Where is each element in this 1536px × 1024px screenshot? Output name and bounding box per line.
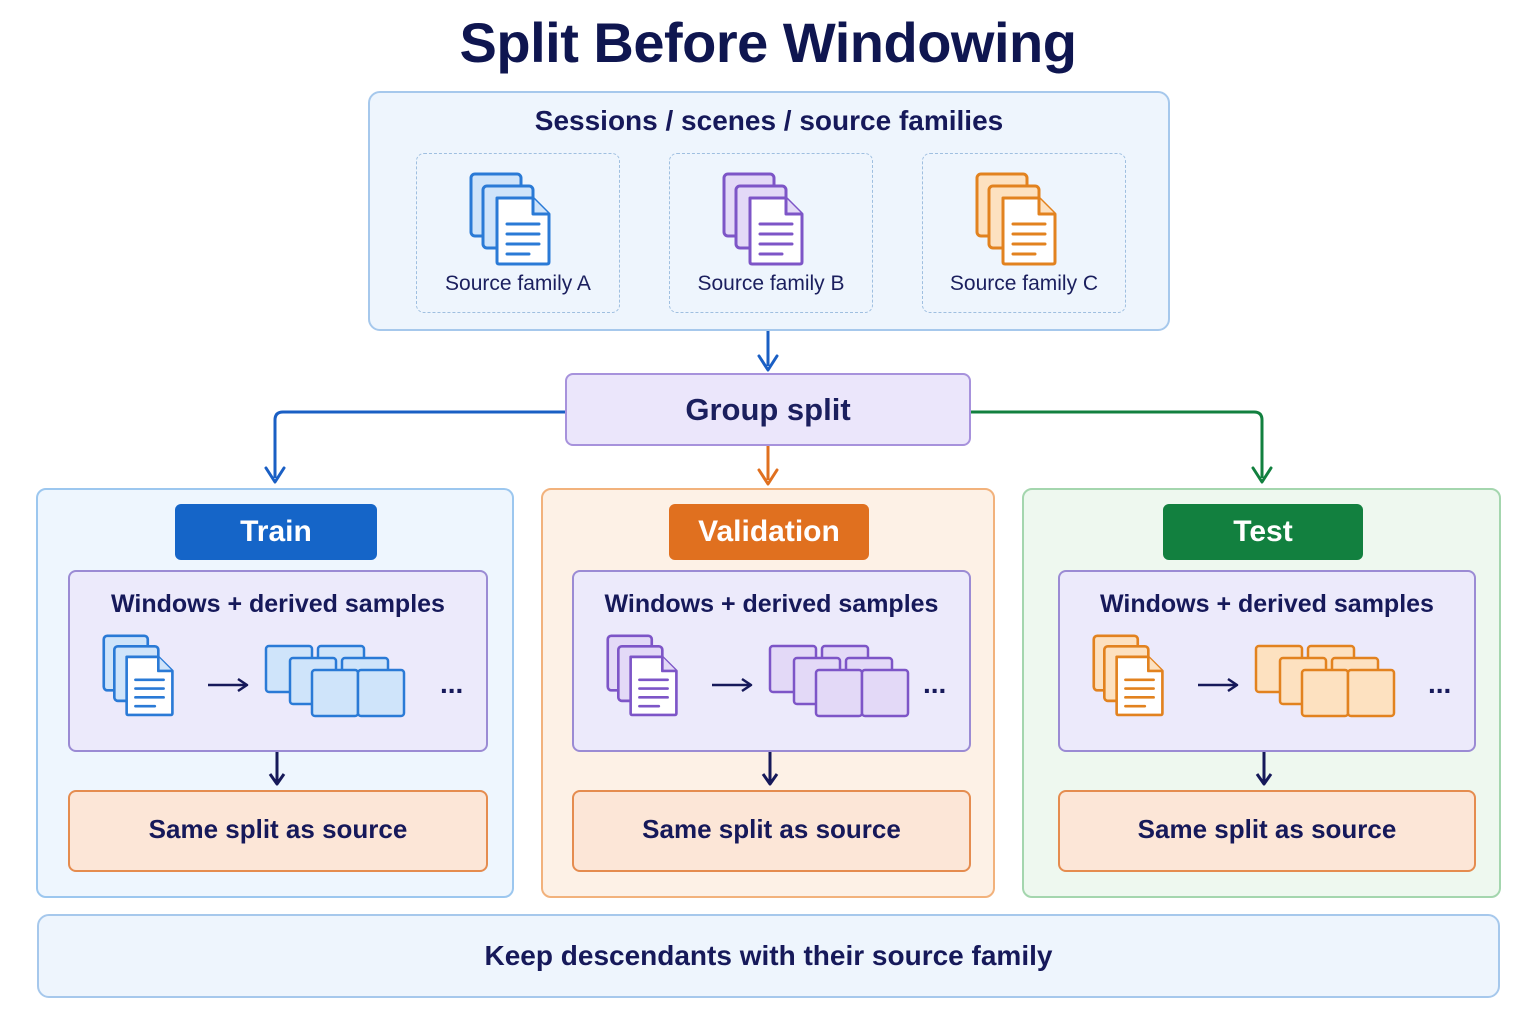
footer-note: Keep descendants with their source famil… bbox=[37, 914, 1500, 998]
sources-panel: Sessions / scenes / source families Sour… bbox=[368, 91, 1170, 331]
train-windows-box: Windows + derived samples ... bbox=[68, 570, 488, 752]
windowing-visual: ... bbox=[574, 630, 969, 735]
sources-to-group-arrow bbox=[757, 331, 779, 372]
group-to-train-arrow bbox=[264, 410, 565, 484]
group-to-test-arrow bbox=[971, 410, 1273, 484]
train-label: Train bbox=[175, 504, 377, 560]
validation-windows-box: Windows + derived samples ... bbox=[572, 570, 971, 752]
validation-result-box: Same split as source bbox=[572, 790, 971, 872]
down-arrow-icon bbox=[267, 748, 287, 793]
source-family-a-label: Source family A bbox=[445, 272, 591, 295]
windows-label: Windows + derived samples bbox=[111, 590, 445, 618]
document-stack-icon bbox=[722, 172, 822, 277]
test-label: Test bbox=[1163, 504, 1363, 560]
train-result-box: Same split as source bbox=[68, 790, 488, 872]
group-split-node: Group split bbox=[565, 373, 971, 446]
test-windows-box: Windows + derived samples ... bbox=[1058, 570, 1476, 752]
group-to-validation-arrow bbox=[757, 446, 779, 486]
ellipsis-label: ... bbox=[440, 668, 463, 699]
diagram-title: Split Before Windowing bbox=[459, 11, 1077, 74]
windowing-visual: ... bbox=[70, 630, 486, 735]
source-family-c-label: Source family C bbox=[949, 272, 1099, 295]
ellipsis-label: ... bbox=[1428, 668, 1451, 699]
source-family-b-label: Source family B bbox=[697, 272, 845, 295]
ellipsis-label: ... bbox=[923, 668, 946, 699]
validation-label: Validation bbox=[669, 504, 869, 560]
document-stack-icon bbox=[975, 172, 1075, 277]
validation-panel: Validation Windows + derived samples ...… bbox=[541, 488, 995, 898]
train-panel: Train Windows + derived samples ... Same… bbox=[36, 488, 514, 898]
source-family-a-card: Source family A bbox=[416, 153, 620, 313]
source-family-c-card: Source family C bbox=[922, 153, 1126, 313]
down-arrow-icon bbox=[1254, 748, 1274, 793]
windowing-visual: ... bbox=[1060, 630, 1474, 735]
document-stack-icon bbox=[469, 172, 569, 277]
down-arrow-icon bbox=[760, 748, 780, 793]
windows-label: Windows + derived samples bbox=[1100, 590, 1434, 618]
sources-header: Sessions / scenes / source families bbox=[534, 105, 1004, 136]
test-result-box: Same split as source bbox=[1058, 790, 1476, 872]
test-panel: Test Windows + derived samples ... Same … bbox=[1022, 488, 1501, 898]
source-family-b-card: Source family B bbox=[669, 153, 873, 313]
windows-label: Windows + derived samples bbox=[604, 590, 939, 618]
